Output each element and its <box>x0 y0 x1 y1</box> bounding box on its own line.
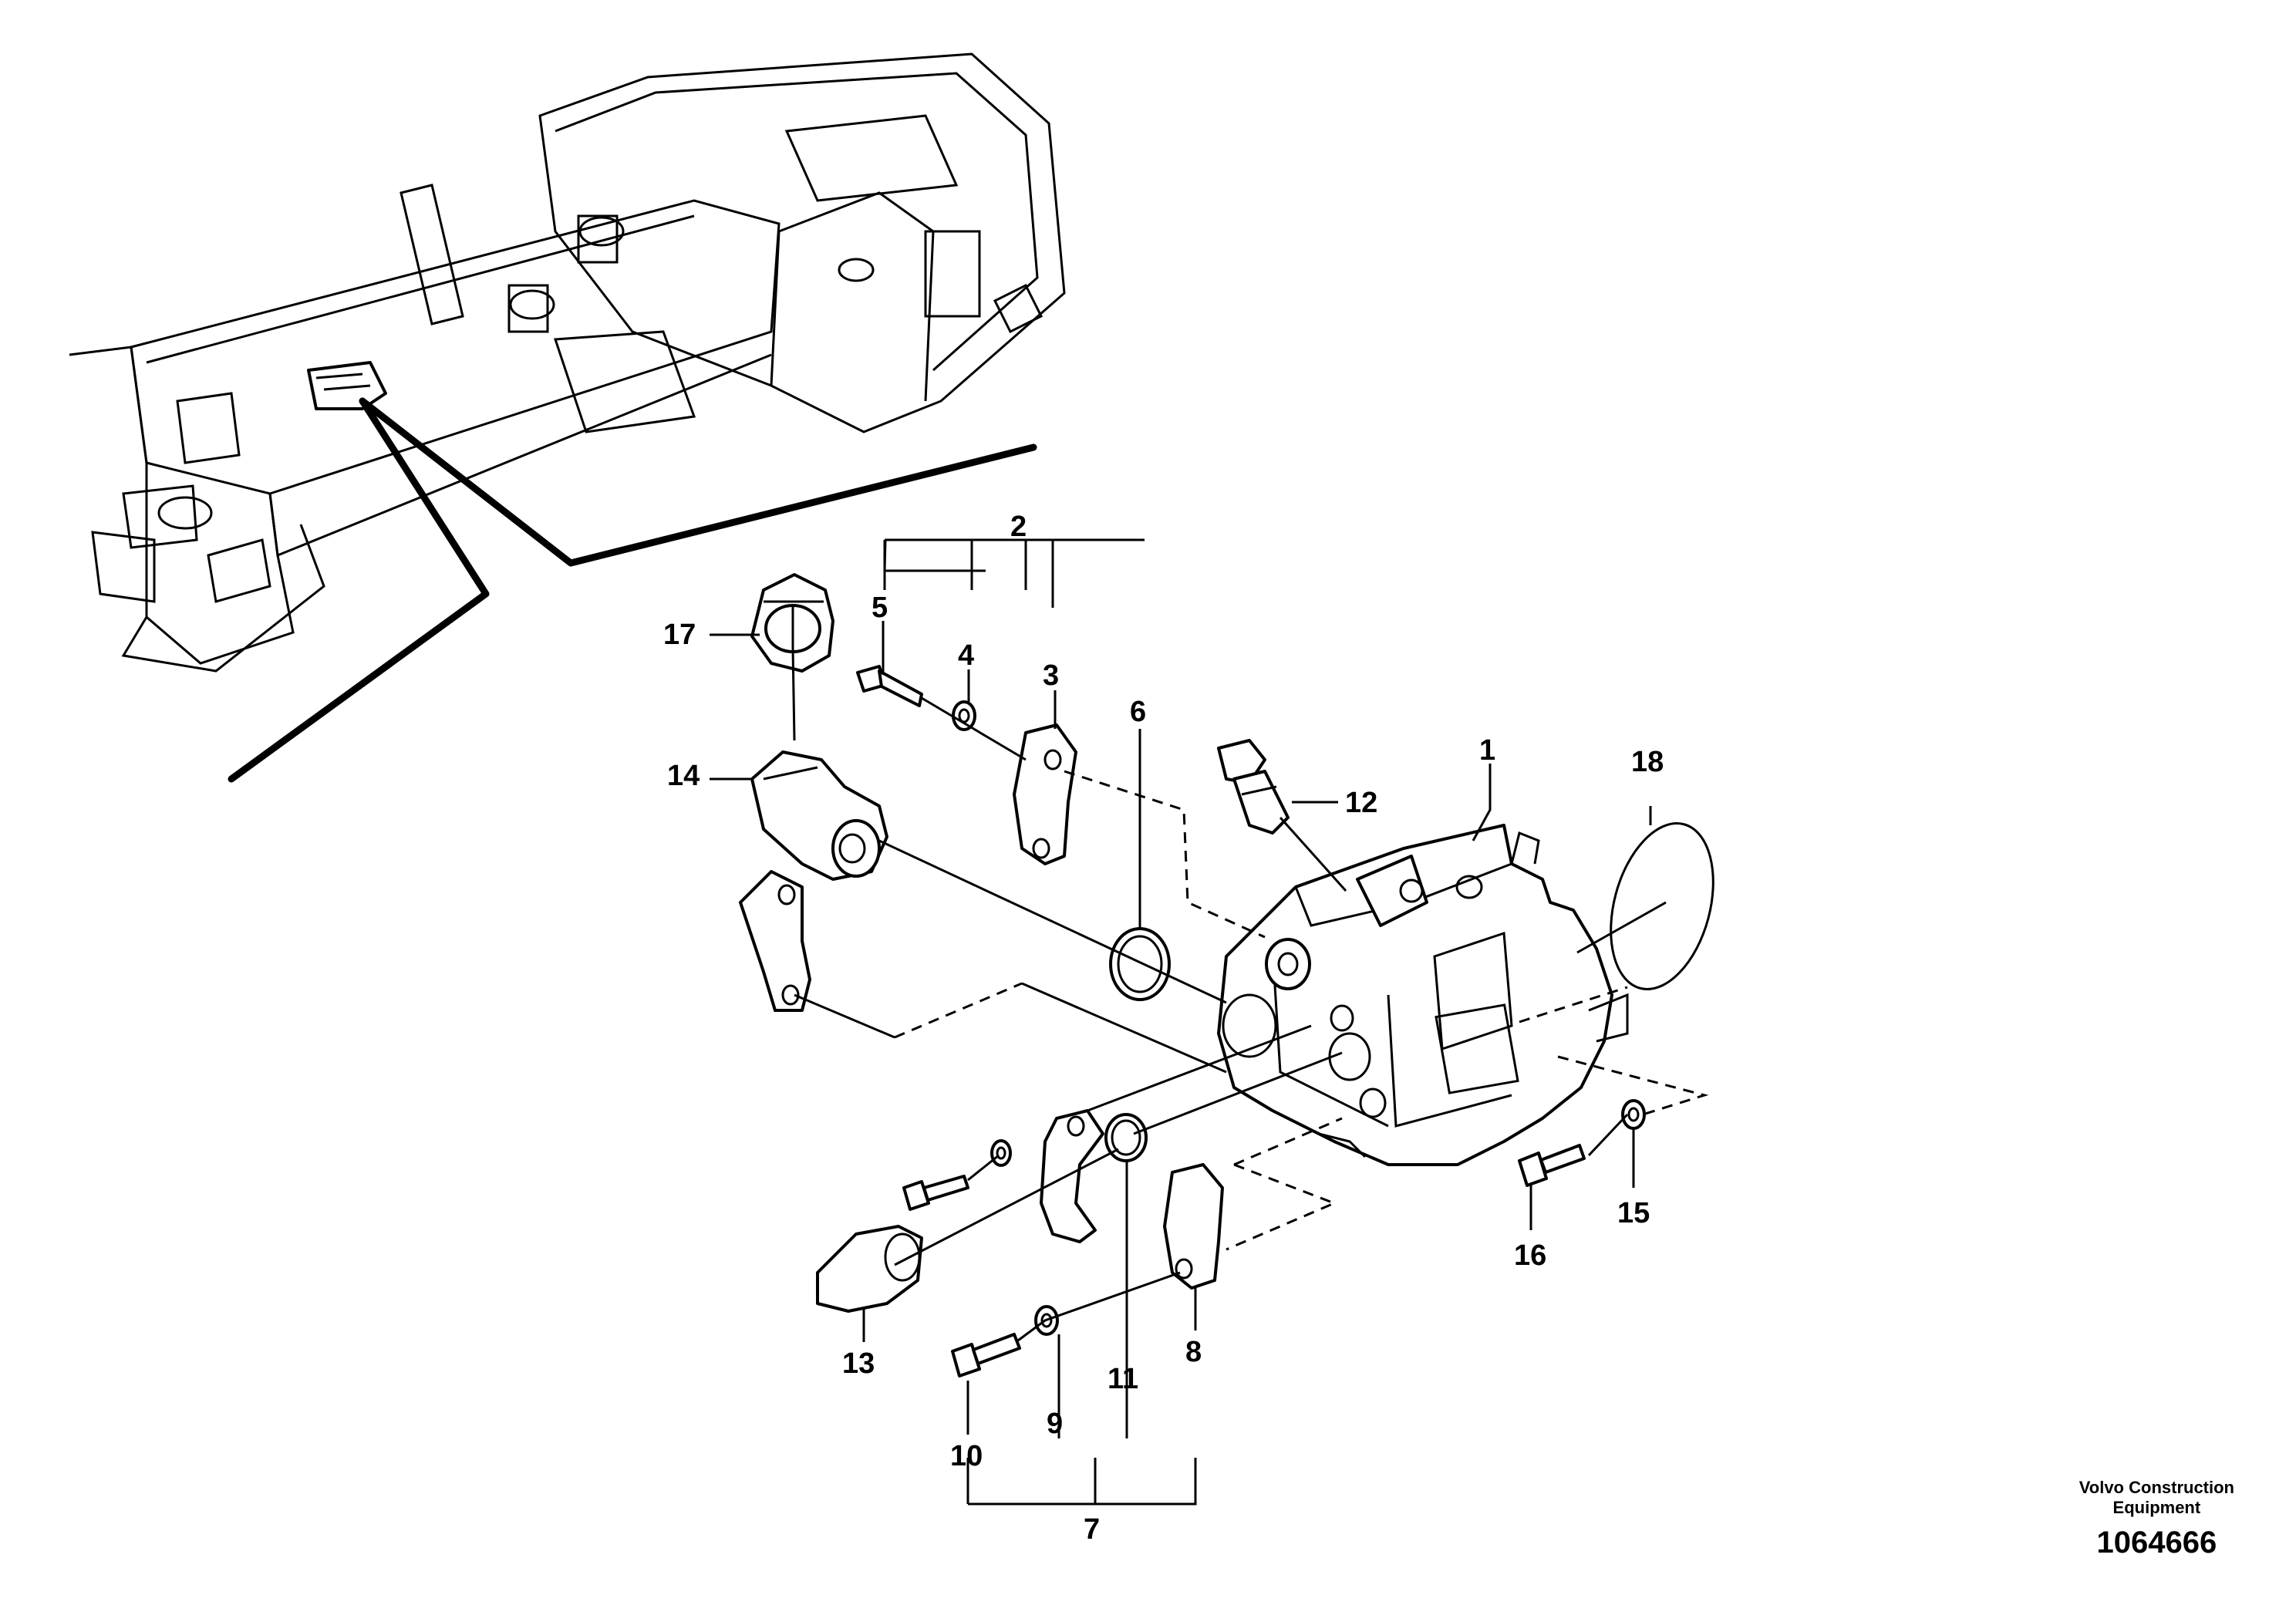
callout-10: 10 <box>950 1440 983 1472</box>
bolt-lower-left <box>902 1175 969 1211</box>
flange-clamp-8 <box>1163 1163 1224 1290</box>
flange-clamp-3 <box>1013 723 1077 865</box>
bolt-16 <box>1518 1144 1586 1187</box>
leader-lines <box>710 621 1652 1438</box>
bolt-10 <box>951 1333 1021 1378</box>
callout-17: 17 <box>663 619 696 651</box>
bracket-group-2 <box>883 538 1054 608</box>
callout-11: 11 <box>1108 1363 1138 1395</box>
callout-8: 8 <box>1185 1336 1202 1368</box>
flange-clamp-lower <box>1040 1109 1104 1243</box>
machine-frame <box>69 52 1066 783</box>
o-ring-6 <box>1109 927 1171 1001</box>
alignment-lines <box>794 696 1709 1342</box>
callout-12: 12 <box>1345 787 1377 819</box>
callouts: 1 2 3 4 5 6 7 8 9 10 11 12 13 14 15 16 1… <box>663 511 1664 1546</box>
callout-2: 2 <box>1010 511 1027 543</box>
callout-16: 16 <box>1514 1239 1546 1272</box>
drawing-number: 1064666 <box>2096 1526 2217 1560</box>
callout-18: 18 <box>1631 746 1664 778</box>
washer-4 <box>952 700 976 731</box>
hydraulic-pump <box>1217 824 1629 1166</box>
o-ring-18 <box>1610 822 1714 990</box>
callout-13: 13 <box>842 1347 875 1380</box>
washer-lower-left <box>990 1139 1012 1167</box>
o-ring-11 <box>1104 1113 1148 1162</box>
callout-4: 4 <box>958 639 974 672</box>
elbow-fitting-14 <box>750 750 888 881</box>
brand-line-2: Equipment <box>2112 1498 2201 1517</box>
drawing-caption: Volvo Construction Equipment 1064666 <box>2079 1478 2234 1560</box>
sensor-fitting-12 <box>1217 739 1290 835</box>
bracket-7 <box>966 1458 1197 1506</box>
callout-15: 15 <box>1617 1197 1650 1229</box>
callout-6: 6 <box>1130 696 1146 728</box>
bracket-2-main <box>883 538 1145 577</box>
callout-14: 14 <box>667 760 700 792</box>
bolt-5 <box>856 665 923 707</box>
callout-5: 5 <box>872 592 888 624</box>
flange-cap-13 <box>816 1225 923 1313</box>
callout-1: 1 <box>1479 734 1495 767</box>
callout-3: 3 <box>1043 659 1059 692</box>
callout-9: 9 <box>1047 1408 1063 1440</box>
callout-7: 7 <box>1084 1513 1100 1546</box>
nut-17 <box>750 573 834 741</box>
brand-line-1: Volvo Construction <box>2079 1478 2234 1497</box>
flange-clamp-upper <box>739 870 811 1012</box>
